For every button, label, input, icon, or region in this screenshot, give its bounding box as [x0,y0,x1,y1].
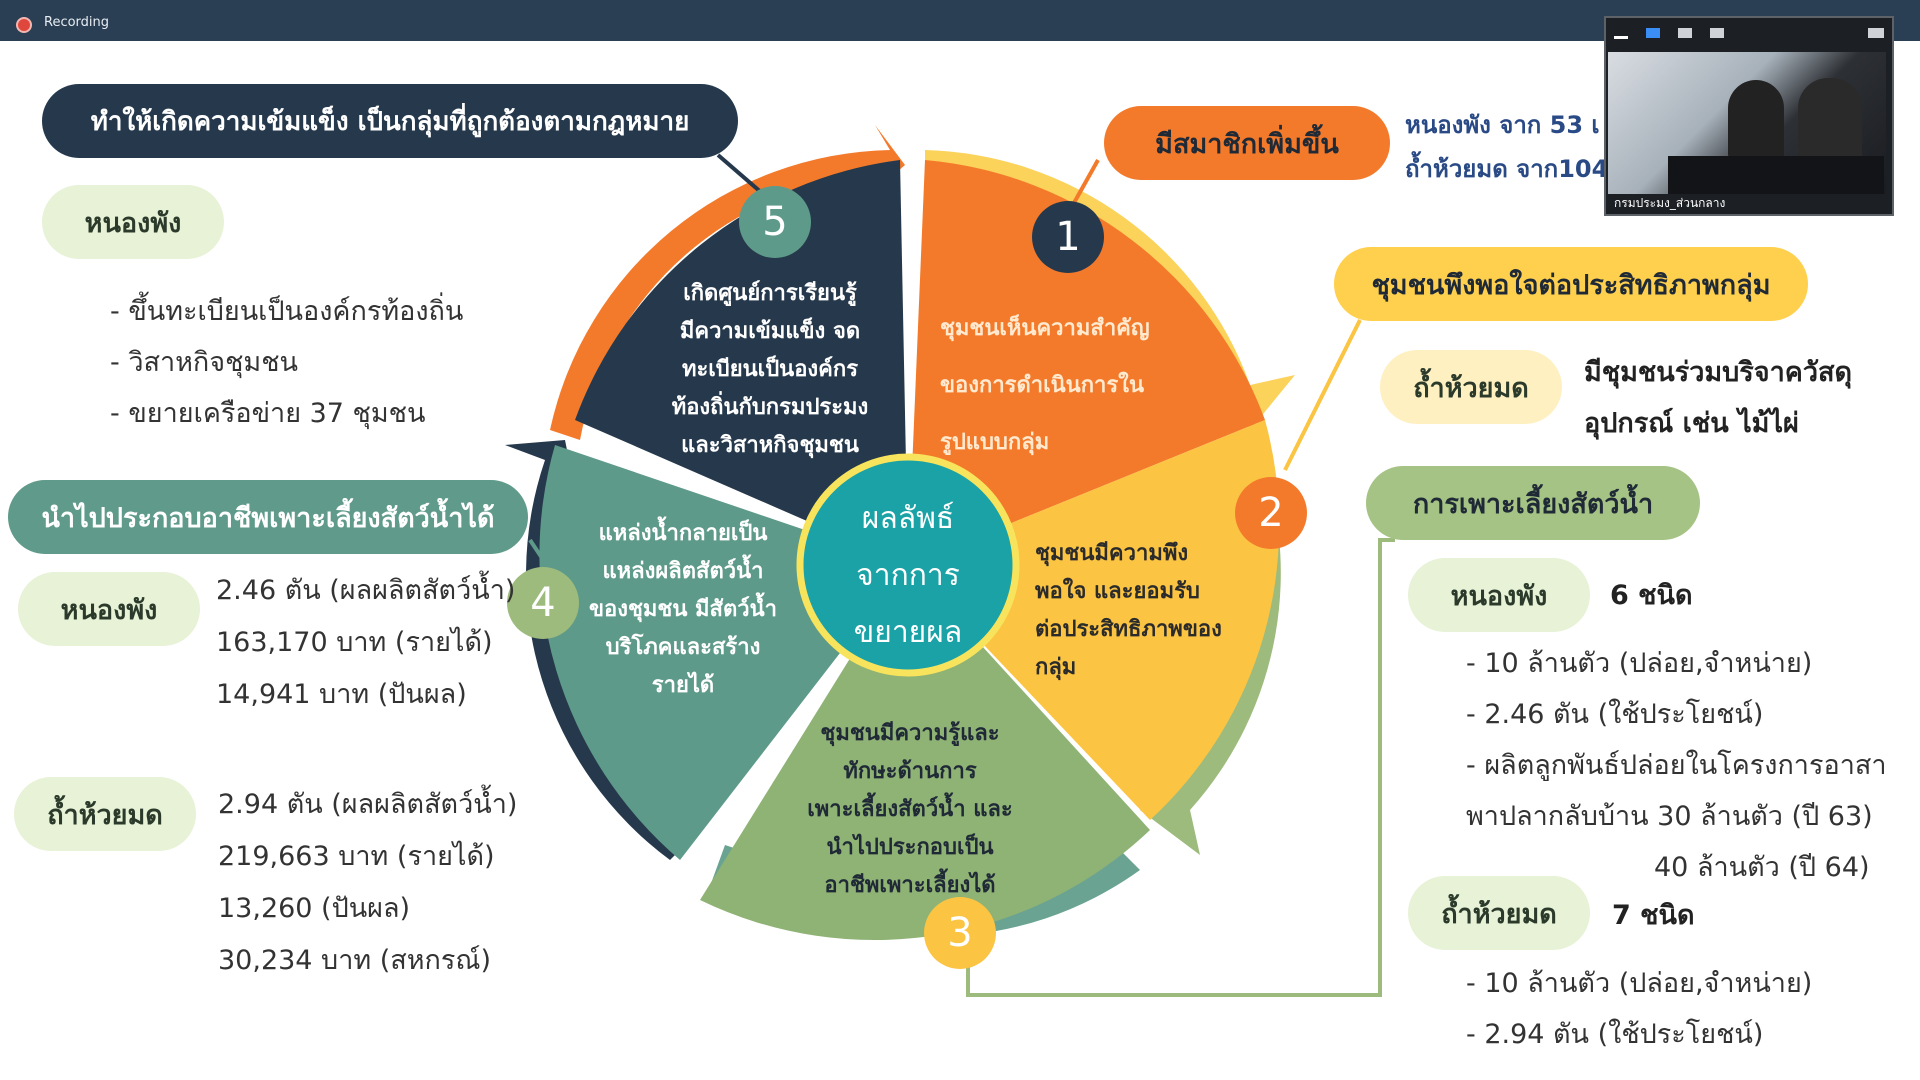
number-label-2: 2 [1258,490,1284,536]
number-circle-1 [1032,201,1104,273]
center-line-3: ขยายผล [853,615,963,650]
right-bottom-line-1: - 10 ล้านตัว (ปล่อย,จำหน่าย) [1466,648,1813,679]
segment-3 [700,565,1150,941]
left-bottom-line-4: 2.94 ตัน (ผลผลิตสัตว์น้ำ) [218,789,518,820]
camera-caption: กรมประมง_ส่วนกลาง [1614,196,1726,210]
number-circle-3 [924,897,996,969]
right-bottom-line-7: - 2.94 ตัน (ใช้ประโยชน์) [1466,1019,1764,1050]
number-label-3: 3 [947,910,973,956]
number-circle-2 [1235,477,1307,549]
tag-nongphang-bottom: หนองพัง [18,572,200,646]
speaker-view-icon[interactable] [1646,28,1660,38]
segment-3-text: ชุมชนมีความรู้และ ทักษะด้านการ เพาะเลี้ย… [807,721,1013,898]
banner-aquaculture-career: นำไปประกอบอาชีพเพาะเลี้ยงสัตว์น้ำได้ [8,480,528,554]
left-bottom-line-3: 14,941 บาท (ปันผล) [216,679,467,710]
segment-4-text: แหล่งน้ำกลายเป็น แหล่งผลิตสัตว์น้ำ ของชุ… [588,521,778,698]
segment-2 [908,420,1280,820]
left-top-item-3: - ขยายเครือข่าย 37 ชุมชน [110,398,426,429]
right-bottom-line-2: - 2.46 ตัน (ใช้ประโยชน์) [1466,699,1764,730]
right-bottom-count-2: 7 ชนิด [1612,900,1695,931]
right-bottom-line-5: 40 ล้านตัว (ปี 64) [1654,852,1870,883]
segment-1 [908,160,1265,565]
right-bottom-line-3: - ผลิตลูกพันธ์ปล่อยในโครงการอาสา [1466,750,1887,781]
left-bottom-line-2: 163,170 บาท (รายได้) [216,627,493,658]
tag-nongphang-right: หนองพัง [1408,558,1590,632]
number-label-1: 1 [1055,214,1081,260]
tag-thamhuaimot-left: ถ้ำห้วยมด [14,777,196,851]
strip-view-icon[interactable] [1678,28,1692,38]
connector-3 [966,538,1395,997]
tag-nongphang-top: หนองพัง [42,185,224,259]
right-bottom-line-6: - 10 ล้านตัว (ปล่อย,จำหน่าย) [1466,968,1813,999]
recording-bar: Recording [0,0,1920,41]
banner-satisfaction: ชุมชนพึงพอใจต่อประสิทธิภาพกลุ่ม [1334,247,1808,321]
center-text: ผลลัพธ์ จากการ ขยายผล [808,490,1008,661]
number-circle-4 [507,567,579,639]
banner-legal-group: ทำให้เกิดความเข้มแข็ง เป็นกลุ่มที่ถูกต้อ… [42,84,738,158]
banner-more-members: มีสมาชิกเพิ่มขึ้น [1104,106,1390,180]
left-bottom-line-1: 2.46 ตัน (ผลผลิตสัตว์น้ำ) [216,575,516,606]
segment-5 [575,160,908,565]
left-bottom-line-6: 13,260 (ปันผล) [218,893,411,924]
expand-icon[interactable] [1868,28,1884,38]
banner-aquaculture: การเพาะเลี้ยงสัตว์น้ำ [1366,466,1700,540]
right-bottom-count-1: 6 ชนิด [1610,580,1693,611]
person-2 [1798,78,1862,162]
left-top-item-2: - วิสาหกิจชุมชน [110,347,298,378]
minimize-icon[interactable] [1614,36,1628,39]
left-bottom-line-5: 219,663 บาท (รายได้) [218,841,495,872]
gallery-view-icon[interactable] [1710,28,1724,38]
center-line-1: ผลลัพธ์ [861,501,955,536]
center-line-2: จากการ [856,558,960,593]
right-top-line-1: หนองพัง จาก 53 เ [1405,111,1600,139]
camera-preview[interactable]: กรมประมง_ส่วนกลาง [1604,16,1894,216]
record-icon [18,19,30,31]
tag-thamhuaimot-right: ถ้ำห้วยมด [1408,876,1590,950]
right-top-line-2: ถ้ำห้วยมด จาก104 [1405,155,1609,183]
segment-2-text: ชุมชนมีความพึง พอใจ และยอมรับ ต่อประสิทธ… [1035,541,1222,680]
left-top-item-1: - ขึ้นทะเบียนเป็นองค์กรท้องถิ่น [110,296,464,327]
desk [1668,156,1884,194]
segment-5-text: เกิดศูนย์การเรียนรู้ มีความเข้มแข็ง จด ท… [671,281,869,458]
number-label-5: 5 [762,199,788,245]
right-bottom-line-4: พาปลากลับบ้าน 30 ล้านตัว (ปี 63) [1466,801,1873,832]
person-1 [1728,80,1784,160]
recording-label: Recording [44,15,110,30]
connector-2 [1283,319,1362,471]
number-circle-5 [739,186,811,258]
segment-1-text: ชุมชนเห็นความสำคัญ ของการดำเนินการใน รูป… [940,316,1150,455]
right-mid-line-2: อุปกรณ์ เช่น ไม้ไผ่ [1584,408,1799,439]
camera-feed [1608,52,1886,194]
center-circle [796,453,1020,677]
tag-thamhuaimot-mid: ถ้ำห้วยมด [1380,350,1562,424]
number-label-4: 4 [530,580,556,626]
right-mid-line-1: มีชุมชนร่วมบริจาควัสดุ [1584,357,1853,388]
left-bottom-line-7: 30,234 บาท (สหกรณ์) [218,945,491,976]
